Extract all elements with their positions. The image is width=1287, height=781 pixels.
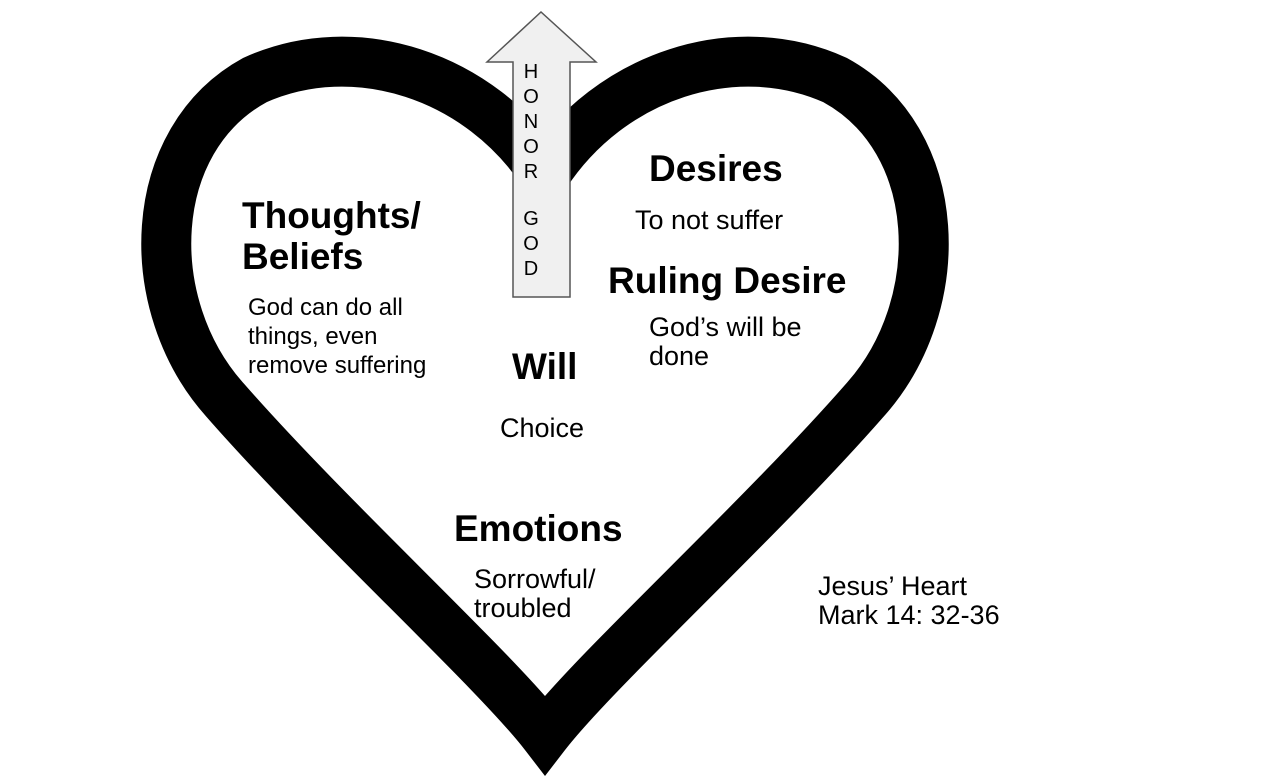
- thoughts-heading-line2: Beliefs: [242, 235, 364, 277]
- desires-heading: Desires: [649, 148, 783, 189]
- ruling-desire-text-line2: done: [649, 341, 710, 372]
- arrow-letter-o3: O: [523, 233, 539, 255]
- emotions-text-line1: Sorrowful/: [474, 564, 596, 594]
- ruling-desire-text: God’s will be done: [649, 312, 802, 372]
- arrow-letter-r: R: [523, 161, 539, 183]
- ruling-desire-text-line1: God’s will be: [649, 312, 802, 342]
- thoughts-text-line2: things, even: [248, 322, 378, 350]
- emotions-text-line2: troubled: [474, 593, 572, 624]
- caption: Jesus’ Heart Mark 14: 32-36: [818, 571, 1000, 631]
- thoughts-heading-line1: Thoughts/: [242, 195, 421, 236]
- arrow-letter-d: D: [523, 258, 539, 280]
- up-arrow-icon: [485, 10, 598, 298]
- arrow-letter-h: H: [523, 61, 539, 83]
- thoughts-text: God can do all things, even remove suffe…: [248, 294, 426, 380]
- emotions-text: Sorrowful/ troubled: [474, 564, 596, 624]
- arrow-letter-o2: O: [523, 136, 539, 158]
- thoughts-heading: Thoughts/ Beliefs: [242, 195, 421, 277]
- arrow-letter-o: O: [523, 86, 539, 108]
- caption-line2: Mark 14: 32-36: [818, 600, 1000, 631]
- thoughts-text-line1: God can do all: [248, 294, 403, 321]
- desires-text: To not suffer: [635, 205, 784, 235]
- caption-line1: Jesus’ Heart: [818, 571, 968, 601]
- emotions-heading: Emotions: [454, 508, 623, 549]
- arrow-letter-n: N: [523, 111, 539, 133]
- thoughts-text-line3: remove suffering: [248, 351, 427, 379]
- will-text: Choice: [500, 413, 585, 443]
- ruling-desire-heading: Ruling Desire: [608, 260, 847, 301]
- arrow-letter-g: G: [523, 208, 539, 230]
- will-heading: Will: [512, 346, 578, 387]
